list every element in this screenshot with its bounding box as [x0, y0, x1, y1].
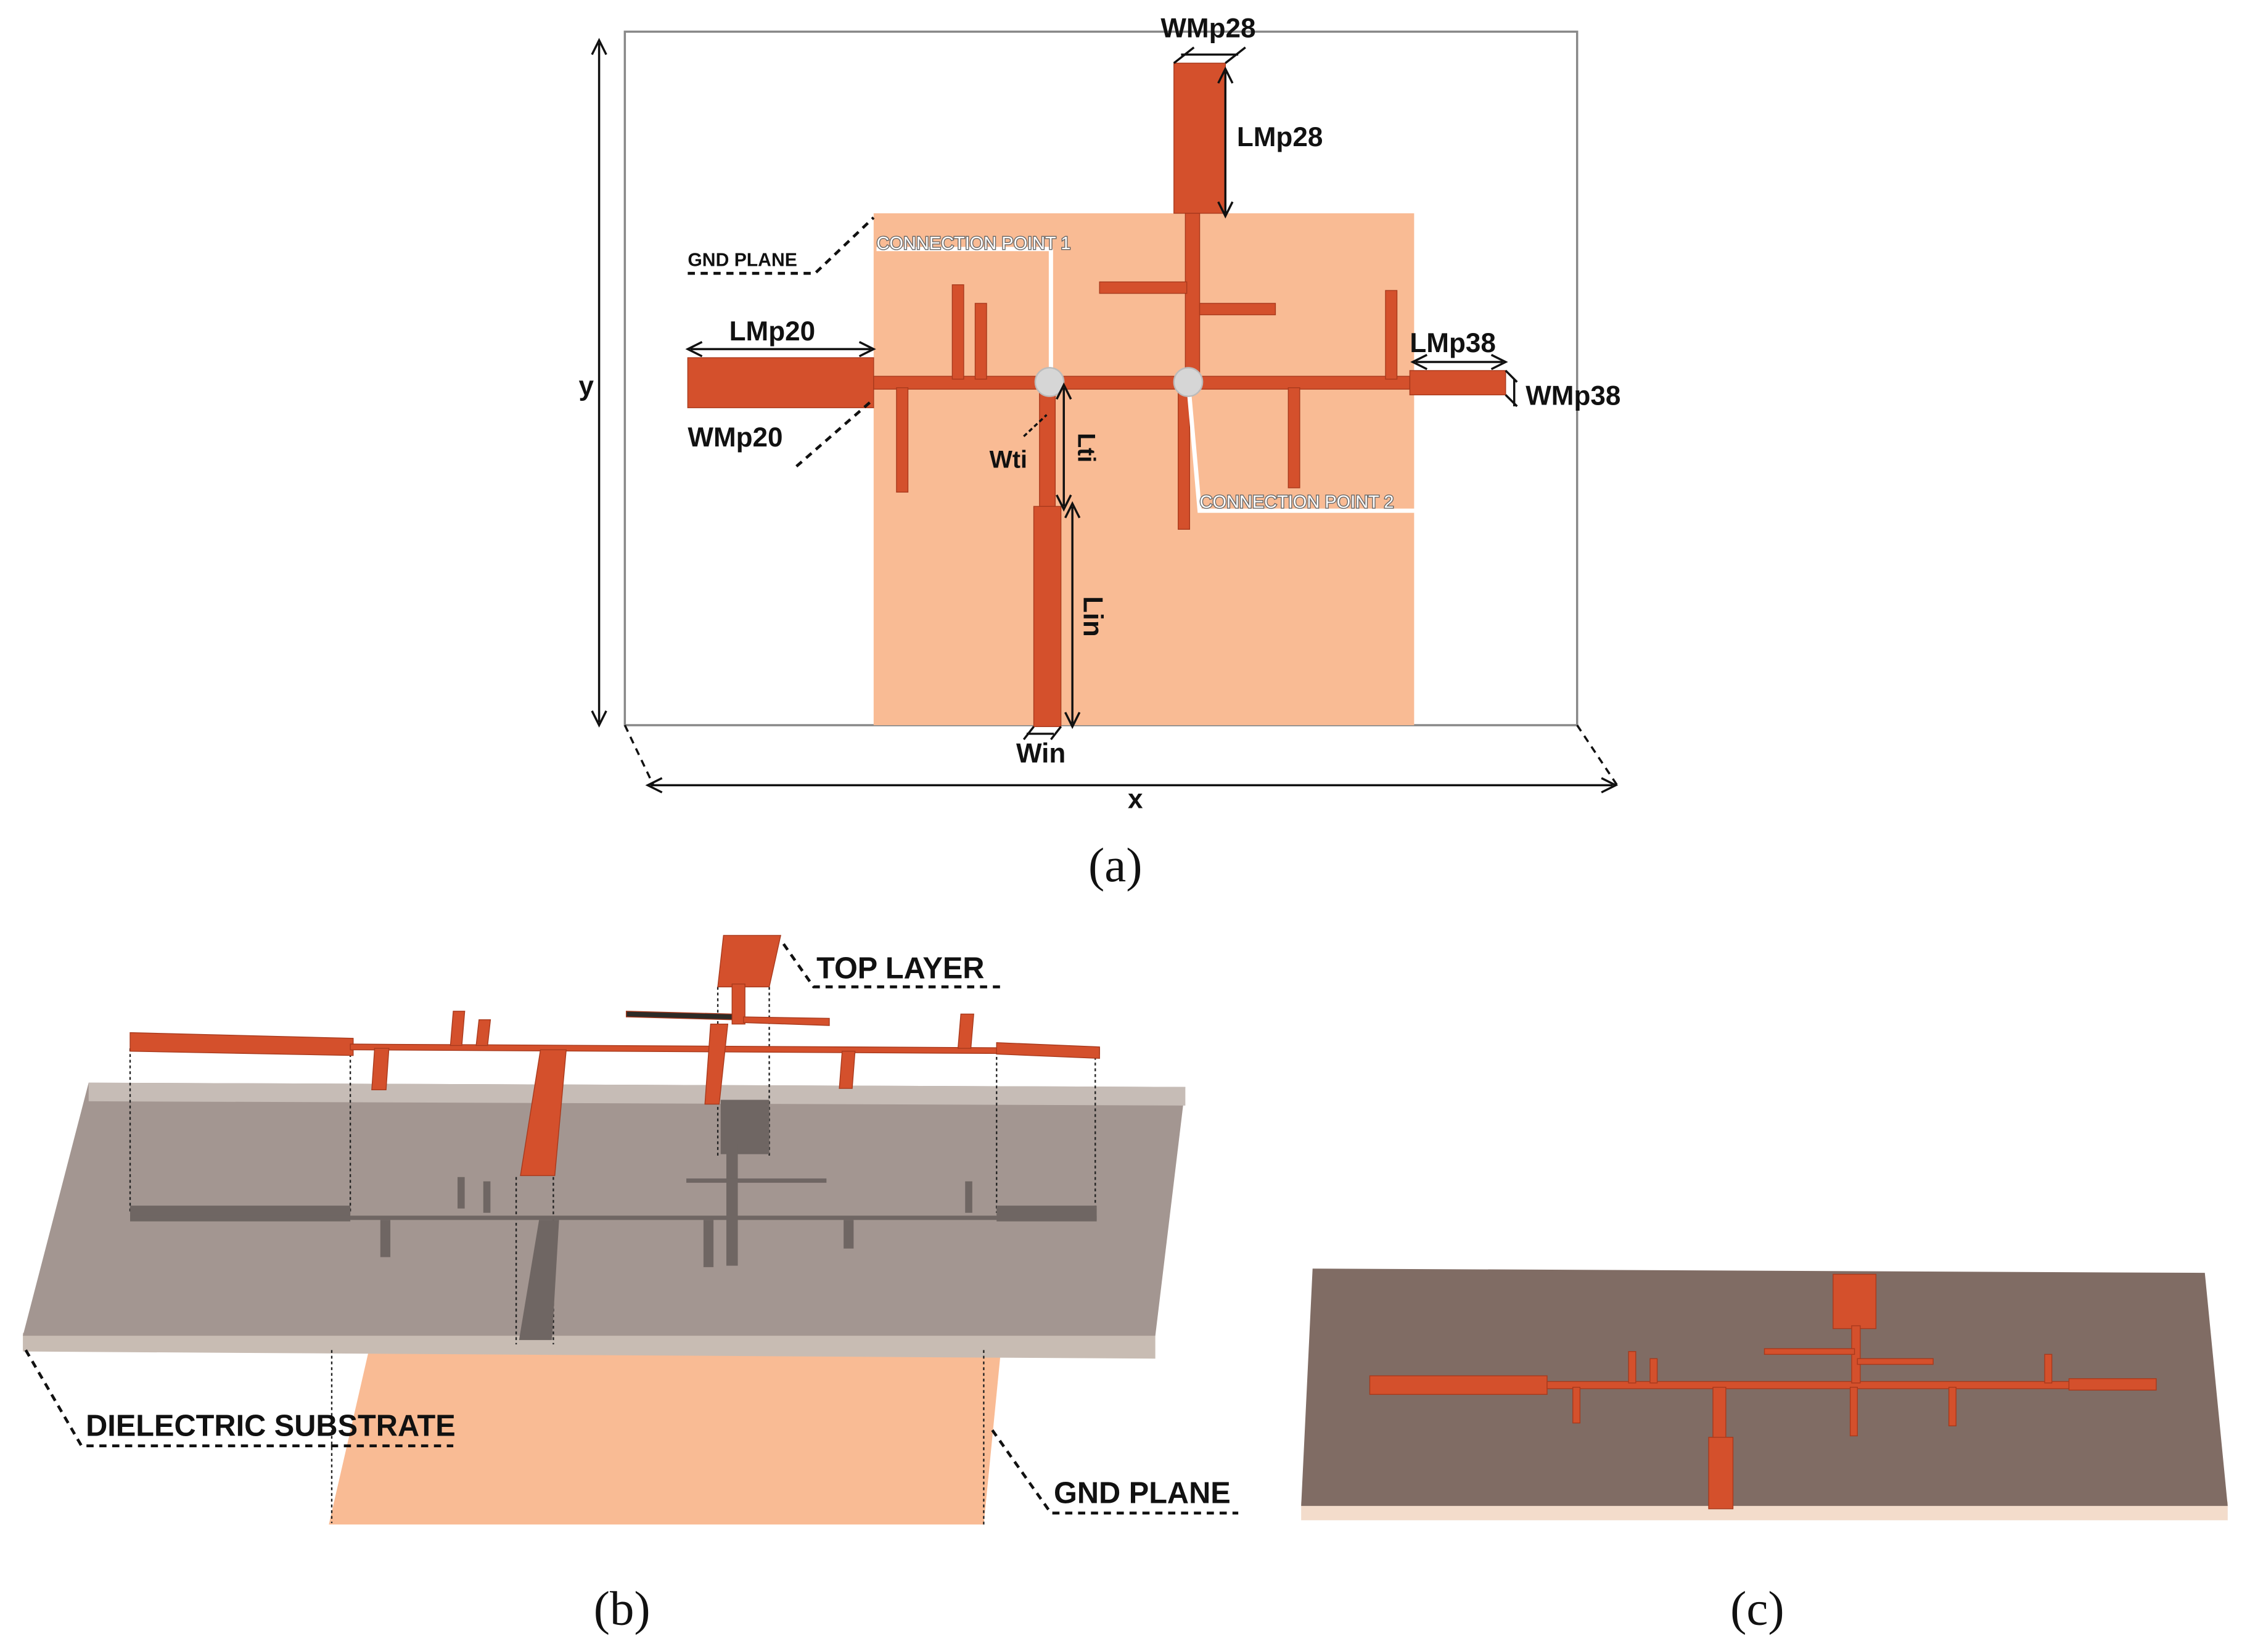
- callout-lines-a: [688, 216, 875, 468]
- trace-stub-5: [1178, 387, 1191, 530]
- trace-c-lti: [1712, 1386, 1727, 1442]
- label-top-layer: TOP LAYER: [816, 951, 984, 985]
- dimension-lines-a: [591, 38, 1619, 794]
- trace-c-lmp20: [1369, 1375, 1548, 1395]
- trace-stub-1: [951, 284, 964, 380]
- trace-b-feed: [520, 1049, 567, 1177]
- trace-branch-right: [1199, 303, 1276, 316]
- trace-stub-2: [974, 303, 987, 380]
- trace-b-wmp28: [717, 935, 781, 988]
- trace-b-lmp38: [996, 1042, 1100, 1059]
- trace-b-stub5: [839, 1051, 856, 1089]
- trace-c-stub2: [1649, 1358, 1658, 1384]
- trace-c-branch-left: [1764, 1348, 1855, 1355]
- caption-a: (a): [1088, 839, 1143, 892]
- top-layer-traces-a: [687, 62, 1506, 728]
- trace-lin: [1033, 506, 1062, 728]
- trace-b-branch-right: [743, 1016, 830, 1026]
- trace-lmp20: [687, 357, 874, 408]
- trace-lti: [1039, 387, 1056, 507]
- label-lin: Lin: [1078, 596, 1108, 637]
- label-lmp20: LMp20: [729, 316, 816, 347]
- trace-stub-4: [896, 387, 909, 493]
- trace-c-stub5: [1849, 1386, 1858, 1437]
- trace-c-stub6: [1948, 1386, 1957, 1426]
- trace-c-stub4: [1572, 1386, 1581, 1424]
- trace-b-down: [704, 1023, 729, 1105]
- label-gnd-plane-a: GND PLANE: [688, 250, 797, 271]
- trace-wmp28-top: [1173, 62, 1226, 214]
- label-connection-point-1: CONNECTION POINT 1: [876, 234, 1070, 253]
- label-win: Win: [1016, 738, 1066, 768]
- gnd-plane-b: [329, 1350, 1001, 1525]
- trace-b-stub4: [371, 1048, 390, 1091]
- trace-c-branch-right: [1857, 1358, 1934, 1365]
- trace-c-lin: [1708, 1437, 1734, 1510]
- top-layer-traces-b: [129, 935, 1100, 1177]
- panel-c: (c): [1301, 1268, 2228, 1636]
- trace-b-lmp20: [129, 1032, 354, 1056]
- substrate-b-edge: [88, 1082, 1186, 1106]
- trace-b-stub2: [475, 1019, 491, 1046]
- trace-b-neck: [731, 984, 745, 1025]
- trace-c-stub3: [2044, 1354, 2053, 1384]
- trace-b-stub3: [957, 1013, 974, 1049]
- connection-point-2-leader: [1186, 382, 1416, 513]
- substrate-b-top: [23, 1082, 1186, 1336]
- top-layer-traces-c: [1369, 1273, 2157, 1510]
- trace-b-branch-left: [625, 1011, 733, 1021]
- trace-c-stub1: [1628, 1350, 1636, 1384]
- panel-a: WMp28 LMp28 GND PLANE CONNECTION POINT 1…: [578, 14, 1620, 892]
- trace-c-wmp28: [1833, 1273, 1877, 1329]
- trace-c-lmp38: [2068, 1378, 2157, 1391]
- substrate-b-side: [23, 1333, 1156, 1359]
- projection-lines-b: [129, 987, 1096, 1525]
- trace-stub-6: [1287, 387, 1300, 488]
- label-wmp28: WMp28: [1160, 14, 1255, 44]
- connection-point-1: [1034, 367, 1065, 397]
- label-wmp20: WMp20: [688, 422, 782, 453]
- callout-lines-b: [24, 943, 1239, 1515]
- trace-vertical-top: [1185, 213, 1201, 380]
- label-lmp28: LMp28: [1237, 122, 1323, 152]
- label-lti: Lti: [1072, 433, 1099, 462]
- label-y: y: [578, 371, 594, 401]
- substrate-c-bottom: [1301, 1502, 2228, 1521]
- label-x: x: [1128, 784, 1143, 815]
- trace-c-main: [1546, 1381, 2070, 1389]
- panel-b: TOP LAYER DIELECTRIC SUBSTRATE GND PLANE…: [23, 935, 1239, 1636]
- label-wmp38: WMp38: [1525, 381, 1620, 411]
- caption-b: (b): [594, 1582, 651, 1636]
- label-wti: Wti: [990, 446, 1027, 474]
- trace-b-stub1: [450, 1011, 466, 1046]
- label-lmp38: LMp38: [1410, 328, 1496, 358]
- connection-point-2: [1173, 367, 1204, 397]
- trace-stub-3: [1385, 290, 1398, 380]
- trace-lmp38: [1409, 370, 1506, 396]
- caption-c: (c): [1730, 1582, 1784, 1636]
- trace-branch-upper: [1099, 281, 1188, 294]
- label-connection-point-2: CONNECTION POINT 2: [1200, 493, 1394, 512]
- label-gnd-plane-b: GND PLANE: [1054, 1476, 1231, 1510]
- label-dielectric-substrate: DIELECTRIC SUBSTRATE: [86, 1410, 456, 1443]
- trace-shadows-b: [130, 1099, 1097, 1341]
